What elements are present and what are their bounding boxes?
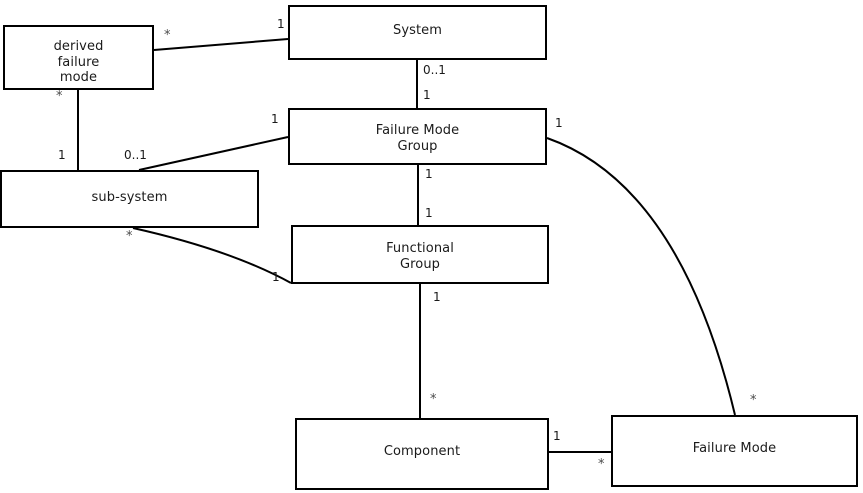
node-failure-mode[interactable]: Failure Mode <box>611 415 858 487</box>
edge-failure-mode-group-to-failure-mode <box>546 137 736 416</box>
node-component[interactable]: Component <box>295 418 549 490</box>
node-label-sub-system: sub-system <box>91 190 168 205</box>
multiplicity-m-derived-bottom: * <box>56 89 63 104</box>
multiplicity-m-fmg-top: 1 <box>423 88 431 102</box>
node-system[interactable]: System <box>288 5 547 60</box>
node-label-derived-failure-mode: derived failure mode <box>53 39 104 85</box>
multiplicity-m-fg-left: 1 <box>272 270 280 284</box>
multiplicity-m-fmg-right: 1 <box>555 116 563 130</box>
multiplicity-m-fg-top: 1 <box>425 206 433 220</box>
node-sub-system[interactable]: sub-system <box>0 170 259 228</box>
multiplicity-m-system-bottom: 0..1 <box>423 63 446 77</box>
multiplicity-m-derived-right: * <box>164 28 171 43</box>
multiplicity-m-subsystem-bottom: * <box>126 229 133 244</box>
multiplicity-m-subsystem-top: 0..1 <box>124 148 147 162</box>
node-label-failure-mode-group: Failure Mode Group <box>375 123 460 154</box>
multiplicity-m-fg-bottom: 1 <box>433 290 441 304</box>
multiplicity-m-fmg-bottom: 1 <box>425 167 433 181</box>
edge-sub-system-to-failure-mode-group <box>138 136 289 171</box>
node-functional-group[interactable]: Functional Group <box>291 225 549 284</box>
edge-sub-system-to-functional-group <box>132 227 292 284</box>
multiplicity-m-failure-mode-top: * <box>750 393 757 408</box>
multiplicity-m-component-top: * <box>430 392 437 407</box>
edge-derived-to-system <box>153 38 289 51</box>
multiplicity-m-component-right: 1 <box>553 429 561 443</box>
node-label-failure-mode: Failure Mode <box>692 441 777 456</box>
multiplicity-m-failure-mode-left: * <box>598 457 605 472</box>
multiplicity-m-system-left: 1 <box>277 17 285 31</box>
multiplicity-m-fmg-left: 1 <box>271 112 279 126</box>
node-derived-failure-mode[interactable]: derived failure mode <box>3 25 154 90</box>
node-label-functional-group: Functional Group <box>386 241 454 272</box>
node-label-system: System <box>392 23 443 38</box>
node-failure-mode-group[interactable]: Failure Mode Group <box>288 108 547 165</box>
node-label-component: Component <box>383 444 461 459</box>
multiplicity-m-subsystem-left: 1 <box>58 148 66 162</box>
